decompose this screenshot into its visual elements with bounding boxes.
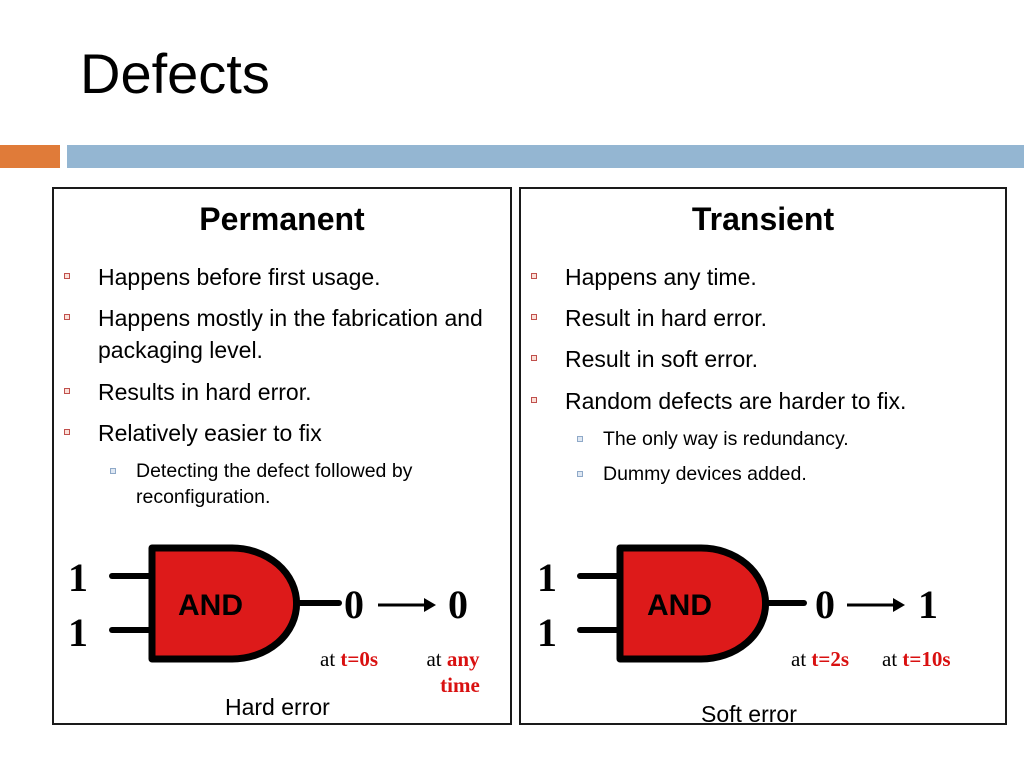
bullet-text: Happens any time. [565,264,757,290]
sub-list-item: Detecting the defect followed by reconfi… [54,458,510,511]
and-gate-diagram [577,544,807,663]
list-item: Happens any time. [521,261,1005,293]
and-gate-shape [616,544,769,663]
sub-list-item: Dummy devices added. [521,461,1005,487]
list-item: Result in soft error. [521,343,1005,375]
input-value-bottom: 1 [537,610,557,655]
hard-error-caption: Hard error [225,694,330,720]
bullet-square-icon [531,314,537,321]
output-value-initial: 0 [815,582,835,627]
time-value: t=0s [340,647,379,671]
right-arrow-icon [378,598,436,612]
bullet-square-icon [531,396,537,403]
list-item: Results in hard error. [54,376,510,408]
bullet-square-icon [64,387,70,394]
bullet-text: Result in soft error. [565,346,759,373]
bullet-square-icon [531,355,537,362]
soft-error-caption: Soft error [701,701,797,727]
output-value-initial: 0 [344,582,364,627]
permanent-heading: Permanent [199,201,365,237]
list-item: Random defects are harder to fix. [521,385,1005,417]
sub-bullet-text: The only way is redundancy. [603,427,849,450]
output-value-final: 0 [448,582,468,627]
input-value-top: 1 [68,555,88,600]
bullet-square-icon [64,314,70,321]
time-label-end: at t=10s [882,646,951,672]
output-value-final: 1 [918,582,938,627]
bullet-square-icon [531,273,537,279]
time-label-end: at any time [418,646,488,699]
bullet-text: Random defects are harder to fix. [565,387,907,414]
time-value: any [446,647,480,671]
list-item: Happens before first usage. [54,261,510,293]
sub-bullet-square-icon [110,467,116,474]
time-label-start: at t=2s [791,646,849,672]
right-arrow-icon [847,598,905,612]
bullet-square-icon [64,273,70,279]
transient-bullet-list: Happens any time. Result in hard error. … [521,261,1005,496]
transient-panel: Transient Happens any time. Result in ha… [519,187,1007,727]
title-underline-bar [67,145,1024,168]
transient-heading: Transient [691,201,835,237]
bullet-text: Happens mostly in the fabrication and pa… [98,305,483,364]
bullet-text: Results in hard error. [98,378,312,405]
bullet-text: Happens before first usage. [98,264,381,290]
time-prefix: at [426,647,442,671]
sub-bullet-square-icon [577,435,583,442]
time-prefix: at [791,647,807,671]
and-gate-diagram [109,544,342,663]
list-item: Happens mostly in the fabrication and pa… [54,302,510,366]
list-item: Result in hard error. [521,302,1005,334]
input-value-top: 1 [537,555,557,600]
gate-label: AND [178,589,243,622]
bullet-text: Result in hard error. [565,305,767,332]
bullet-square-icon [64,428,70,435]
gate-label: AND [647,589,712,622]
permanent-bullet-list: Happens before first usage. Happens most… [54,261,510,520]
sub-bullet-text: Dummy devices added. [603,463,807,486]
slide-title: Defects [80,42,270,105]
time-label-start: at t=0s [320,646,378,672]
title-accent-bar [0,145,60,168]
and-gate-shape [148,544,300,663]
sub-bullet-text: Detecting the defect followed by reconfi… [136,459,413,509]
sub-bullet-square-icon [577,471,583,478]
time-prefix: at [320,647,336,671]
time-prefix: at [882,647,898,671]
sub-list-item: The only way is redundancy. [521,426,1005,452]
bullet-text: Relatively easier to fix [98,419,322,446]
permanent-panel: Permanent Happens before first usage. Ha… [52,187,512,725]
time-value: t=2s [811,647,850,671]
input-value-bottom: 1 [68,610,88,655]
time-value: t=10s [902,647,951,671]
list-item: Relatively easier to fix [54,417,510,449]
time-value-line2: time [440,673,480,698]
